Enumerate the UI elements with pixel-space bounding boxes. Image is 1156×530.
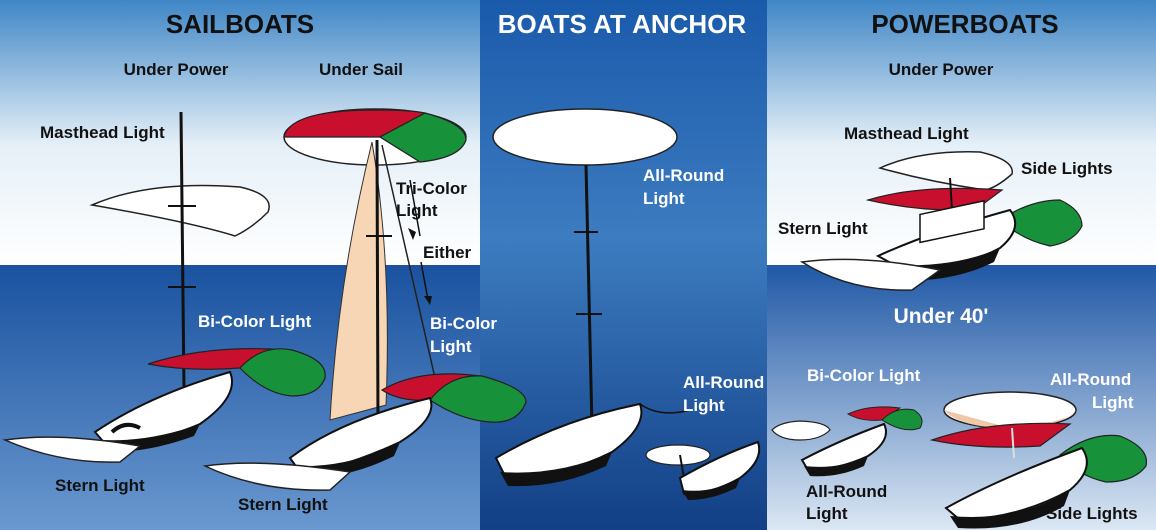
small-powerboat [771,406,923,477]
cabin-powerboat [929,391,1148,529]
masthead-light-arc [89,184,270,237]
pb-allround-left-label-1: All-Round [806,482,887,501]
sb-masthead-light-label: Masthead Light [40,123,165,142]
sb-bicolor2-label-1: Bi-Color [430,314,497,333]
bicolor-green-2 [429,375,527,423]
sb-stern-light-label-1: Stern Light [55,476,145,495]
sb-either-label: Either [423,243,472,262]
allround-light-disc-1 [492,108,678,166]
sb-stern-light-label-2: Stern Light [238,495,328,514]
mast [179,111,186,391]
pb-under40-label: Under 40' [894,305,989,328]
pb-allround-right-label-2: Light [1092,393,1134,412]
sb-tricolor-label-1: Tri-Color [396,179,467,198]
sb-under-power-label: Under Power [124,60,229,79]
allround-light-disc-2 [645,444,711,466]
pb-side-lights-label-2: Side Lights [1046,504,1138,523]
sb-bicolor-light-label: Bi-Color Light [198,312,312,331]
anchor-allround-label-1a: All-Round [643,166,724,185]
powerboats-heading: POWERBOATS [871,9,1058,39]
anchor-allround-label-1b: Light [643,189,685,208]
anchored-dinghy [645,440,761,500]
allround-light-small [771,420,831,441]
mainsail [329,141,388,421]
allround-light-disc-3 [943,391,1077,429]
pb-allround-left-label-2: Light [806,504,848,523]
sailboats-heading: SAILBOATS [166,9,314,39]
pb-bicolor-light-label: Bi-Color Light [807,366,921,385]
anchor-allround-label-2b: Light [683,396,725,415]
sb-under-sail-label: Under Sail [319,60,403,79]
sailboat-under-power [2,111,326,463]
pb-allround-right-label-1: All-Round [1050,370,1131,389]
bicolor-green-1 [239,348,326,397]
stern-light-arc-2 [202,462,352,491]
anchored-sailboat [492,108,691,487]
anchor-heading: BOATS AT ANCHOR [498,9,747,39]
anchor-allround-label-2a: All-Round [683,373,764,392]
sailboat-under-sail [202,108,527,491]
sb-tricolor-label-2: Light [396,201,438,220]
side-light-green [999,199,1083,247]
powerboat-under-power [799,151,1083,291]
pb-under-power-label: Under Power [889,60,994,79]
stern-light-arc-pb [799,258,942,291]
pb-masthead-light-label: Masthead Light [844,124,969,143]
masthead-light-arc-pb [877,151,1013,191]
stern-light-arc-1 [2,436,142,463]
pb-stern-light-label: Stern Light [778,219,868,238]
sb-bicolor2-label-2: Light [430,337,472,356]
pb-side-lights-label-1: Side Lights [1021,159,1113,178]
